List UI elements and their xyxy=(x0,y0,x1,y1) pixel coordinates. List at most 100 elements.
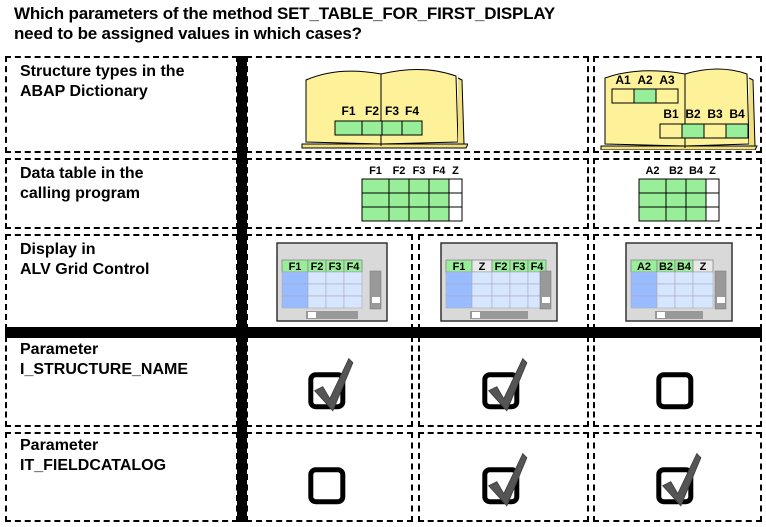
table-cell xyxy=(638,178,667,194)
vertical-scrollbar xyxy=(369,270,382,310)
scrollbar-thumb xyxy=(542,297,550,303)
table-cell xyxy=(448,192,463,208)
grid-column-label-f4: F4 xyxy=(347,261,361,273)
field-label-b3: B3 xyxy=(707,107,723,121)
label-line: IT_FIELDCATALOG xyxy=(20,457,167,474)
grid-cell xyxy=(343,295,363,309)
grid-column-label-f1: F1 xyxy=(453,261,466,273)
label-line: Parameter xyxy=(20,341,99,358)
grid-cell xyxy=(509,271,529,285)
table-cell xyxy=(685,192,707,208)
checkbox-cell-fieldcatalog-3 xyxy=(593,432,762,522)
checked-checkbox-icon xyxy=(481,357,527,412)
horizontal-scrollbar xyxy=(470,311,528,319)
data-table-label: Data table in the calling program xyxy=(20,164,144,204)
grid-cell xyxy=(674,295,694,309)
grid-cell xyxy=(692,295,714,309)
table-cell xyxy=(361,192,390,208)
grid-cell xyxy=(445,295,473,309)
table-cell xyxy=(685,206,707,222)
display-cell-1: F1 F2 F3 F4 xyxy=(246,234,413,330)
vertical-scrollbar xyxy=(539,270,552,310)
label-cell-display: Display in ALV Grid Control xyxy=(5,234,238,330)
label-line: ALV Grid Control xyxy=(20,261,150,278)
label-line: Data table in the xyxy=(20,165,144,182)
grid-column-label-f3: F3 xyxy=(329,261,342,273)
table-cell xyxy=(408,192,430,208)
grid-cell xyxy=(509,283,529,297)
field-label-b1: B1 xyxy=(663,107,679,121)
label-line: calling program xyxy=(20,185,141,202)
field-box-f4 xyxy=(401,120,423,136)
field-box-a2 xyxy=(633,88,657,104)
scrollbar-thumb xyxy=(717,297,725,303)
table-cell xyxy=(685,178,707,194)
field-label-a3: A3 xyxy=(659,73,675,87)
table-cell xyxy=(408,206,430,222)
grid-cell xyxy=(656,283,676,297)
grid-column-label-f1: F1 xyxy=(289,261,302,273)
grid-cell xyxy=(674,271,694,285)
checkmark-icon xyxy=(661,452,701,507)
scrollbar-thumb xyxy=(657,312,665,318)
label-cell-it-fieldcatalog: Parameter IT_FIELDCATALOG xyxy=(5,432,238,522)
grid-cell xyxy=(491,271,511,285)
alv-grid-icon-1: F1 F2 F3 F4 xyxy=(276,242,388,322)
field-label-f3: F3 xyxy=(385,104,399,118)
table-cell xyxy=(638,206,667,222)
unchecked-checkbox-icon xyxy=(655,371,693,409)
grid-column-label-f2: F2 xyxy=(311,261,324,273)
grid-cell xyxy=(307,283,327,297)
table-cell xyxy=(448,206,463,222)
column-label-b2: B2 xyxy=(669,165,683,177)
table-cell xyxy=(448,178,463,194)
checkbox-cell-fieldcatalog-2 xyxy=(418,432,589,522)
grid-cell xyxy=(509,295,529,309)
field-box-f1 xyxy=(334,120,363,136)
table-cell xyxy=(388,178,410,194)
field-box-b3 xyxy=(703,123,727,139)
label-line: Parameter xyxy=(20,437,99,454)
grid-cell xyxy=(656,295,676,309)
grid-column-label-b4: B4 xyxy=(677,261,692,273)
checked-checkbox-icon xyxy=(655,452,701,507)
grid-cell xyxy=(281,295,309,309)
field-box-a3 xyxy=(655,88,679,104)
table-cell xyxy=(705,192,720,208)
checkbox-cell-i-structure-1 xyxy=(246,336,413,427)
table-cell xyxy=(705,178,720,194)
field-label-f1: F1 xyxy=(341,104,355,118)
structure-types-label: Structure types in the ABAP Dictionary xyxy=(20,62,184,102)
grid-cell xyxy=(491,295,511,309)
field-label-a1: A1 xyxy=(615,73,631,87)
label-cell-data-table: Data table in the calling program xyxy=(5,158,238,229)
scrollbar-thumb xyxy=(372,297,380,303)
grid-cell xyxy=(471,283,493,297)
grid-cell xyxy=(307,271,327,285)
field-box-f3 xyxy=(381,120,403,136)
table-cell xyxy=(428,192,450,208)
label-cell-structure-types: Structure types in the ABAP Dictionary xyxy=(5,56,238,153)
field-box-b1 xyxy=(659,123,683,139)
question-title: Which parameters of the method SET_TABLE… xyxy=(14,4,555,44)
grid-column-label-f4: F4 xyxy=(531,261,545,273)
unchecked-checkbox-icon xyxy=(307,467,345,505)
table-cell xyxy=(665,192,687,208)
table-cell xyxy=(361,178,390,194)
grid-cell xyxy=(445,271,473,285)
checked-checkbox-icon xyxy=(307,357,353,412)
grid-cell xyxy=(692,283,714,297)
horizontal-divider-bar xyxy=(5,327,762,338)
scrollbar-thumb xyxy=(308,312,316,318)
column-label-z: Z xyxy=(452,165,459,177)
grid-cell xyxy=(491,283,511,297)
